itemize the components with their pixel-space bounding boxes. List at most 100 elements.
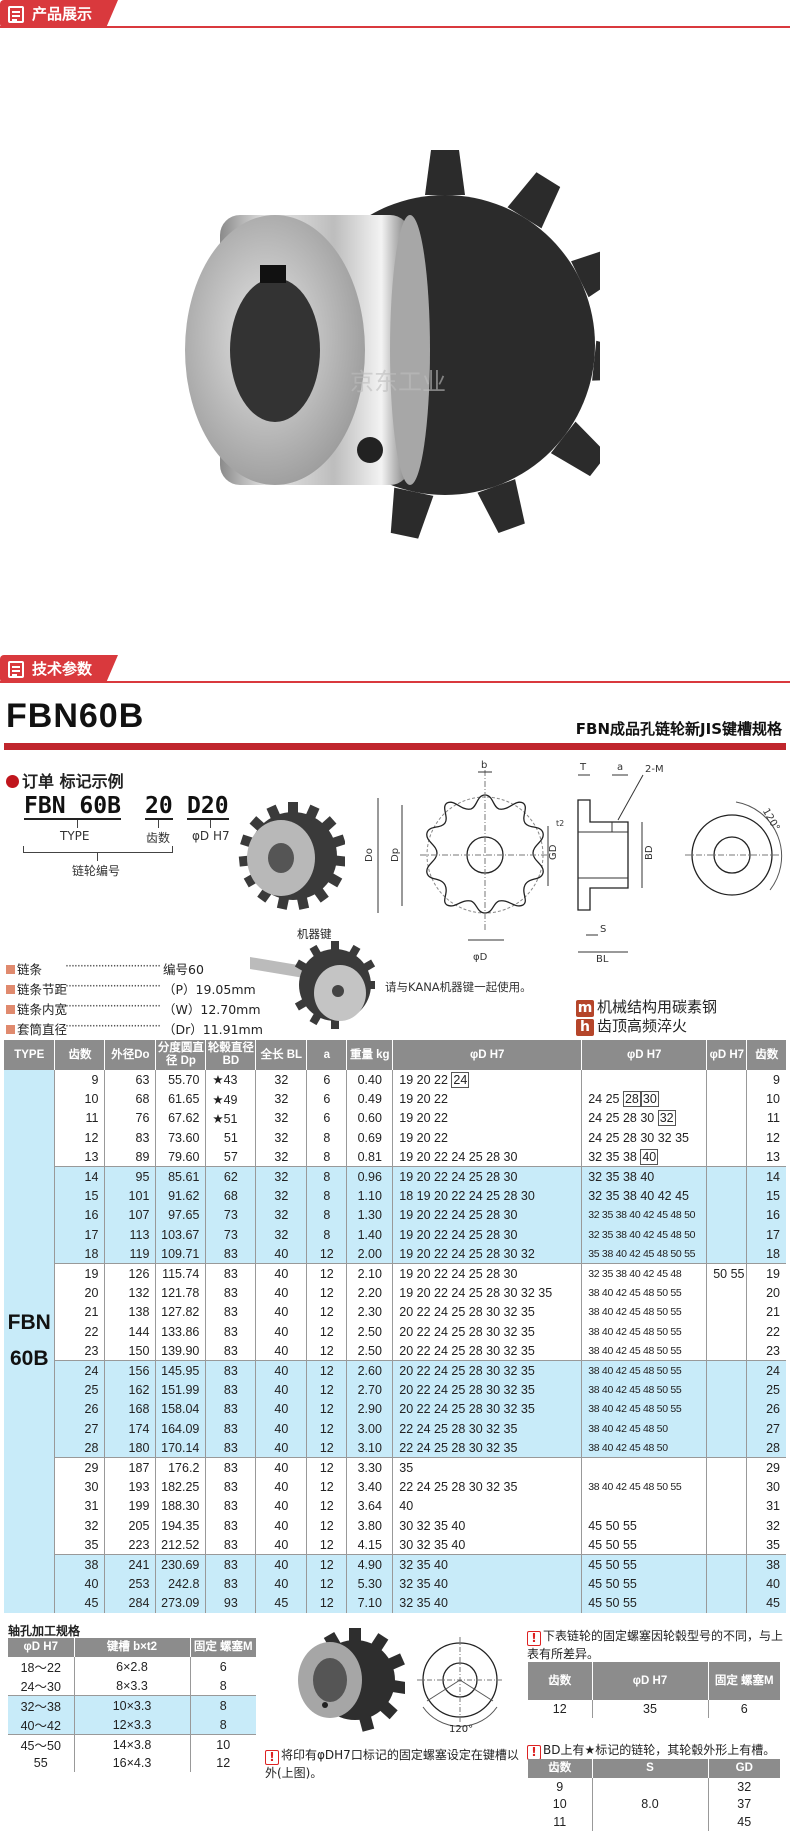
code-teeth: 20	[145, 793, 173, 820]
table-cell: 0.60	[346, 1108, 393, 1129]
table-cell	[706, 1515, 747, 1536]
table-cell: 12	[306, 1380, 347, 1400]
table-cell	[706, 1225, 747, 1245]
table-cell: 38 40 42 45 48 50 55	[581, 1360, 707, 1381]
table-cell: 29	[54, 1457, 105, 1478]
table-cell: 6	[306, 1108, 347, 1129]
table-cell: 12	[306, 1574, 347, 1594]
table-cell: 156	[104, 1360, 156, 1381]
column-header: 轮毂直径 BD	[205, 1040, 256, 1070]
table-cell: 11	[54, 1108, 105, 1129]
table-cell: 230.69	[155, 1554, 206, 1575]
material-badge: m	[576, 1000, 594, 1017]
table-cell: 25	[746, 1380, 786, 1400]
table-cell: 139.90	[155, 1341, 206, 1361]
table-cell: 107	[104, 1205, 156, 1226]
table-cell: 40	[255, 1477, 307, 1497]
table-cell: ★43	[205, 1070, 256, 1090]
table-cell: 83	[205, 1535, 256, 1555]
table-cell: 83	[205, 1263, 256, 1284]
table-cell: 19 20 22 24	[392, 1070, 582, 1090]
table-cell: 12	[306, 1283, 347, 1303]
kana-key-note: 请与KANA机器键一起使用。	[385, 980, 532, 994]
table-cell: 11	[553, 1814, 567, 1829]
table-cell	[706, 1477, 747, 1497]
table-cell: 91.62	[155, 1186, 206, 1206]
hub-note: !下表链轮的固定螺塞因轮毂型号的不同，与上表有所差异。	[527, 1629, 784, 1661]
table-cell: 97.65	[155, 1205, 206, 1226]
table-cell: 45 50 55	[581, 1593, 707, 1613]
table-cell	[706, 1496, 747, 1516]
svg-text:φD: φD	[473, 952, 488, 963]
model-subtitle: FBN成品孔链轮新JIS键槽规格	[575, 720, 782, 738]
table-cell: ★49	[205, 1089, 256, 1109]
table-cell: 83	[205, 1438, 256, 1458]
section-tab: 技术参数	[0, 655, 119, 683]
table-cell: 40	[255, 1535, 307, 1555]
table-cell: 241	[104, 1554, 156, 1575]
column-header: 齿数	[54, 1040, 105, 1070]
table-cell: 23	[54, 1341, 105, 1361]
section-tab: 产品展示	[0, 0, 119, 28]
table-cell: 19 20 22 24 25 28 30	[392, 1166, 582, 1187]
column-header: 齿数	[528, 1662, 592, 1700]
table-cell: 24	[746, 1360, 786, 1381]
table-cell: 40	[255, 1302, 307, 1323]
table-cell: 83	[205, 1341, 256, 1361]
table-cell: 32	[255, 1147, 307, 1167]
table-cell: 63	[104, 1070, 156, 1090]
table-cell: 20 22 24 25 28 30 32 35	[392, 1302, 582, 1323]
table-cell	[706, 1341, 747, 1361]
table-cell: 40	[255, 1457, 307, 1478]
column-header: 全长 BL	[255, 1040, 307, 1070]
table-cell: 14×3.8	[73, 1734, 190, 1754]
table-cell: 138	[104, 1302, 156, 1323]
table-cell: 32	[54, 1515, 105, 1536]
technical-drawing: Do Dp φD b T a 2-M BD GD BL S t2 120°	[364, 760, 783, 965]
table-cell: 8	[306, 1166, 347, 1187]
table-cell: 17	[746, 1225, 786, 1245]
table-cell: 168	[104, 1399, 156, 1420]
table-cell: 26	[54, 1399, 105, 1420]
table-cell: 83	[104, 1128, 156, 1148]
table-cell: 19 20 22 24 25 28 30	[392, 1225, 582, 1245]
table-cell: 24	[54, 1360, 105, 1381]
table-cell: 38 40 42 45 48 50 55	[581, 1399, 707, 1420]
table-cell: 188.30	[155, 1496, 206, 1516]
teeth-label: 齿数	[146, 831, 171, 845]
section-header-product-display: 产品展示	[0, 0, 790, 30]
svg-text:T: T	[579, 762, 587, 773]
table-cell: 40	[255, 1380, 307, 1400]
column-header: GD	[707, 1759, 780, 1778]
table-cell: 1.40	[346, 1225, 393, 1245]
table-cell: 144	[104, 1322, 156, 1342]
table-cell: 31	[746, 1496, 786, 1516]
table-cell: 68	[205, 1186, 256, 1206]
svg-text:京东工业: 京东工业	[350, 368, 446, 396]
table-cell: 6×2.8	[73, 1657, 190, 1676]
column-header: φD H7	[581, 1040, 707, 1070]
table-cell: 83	[205, 1380, 256, 1400]
table-cell: 40	[255, 1360, 307, 1381]
table-cell: 7.10	[346, 1593, 393, 1613]
table-cell	[706, 1554, 747, 1575]
table-cell	[706, 1128, 747, 1148]
table-cell: 0.40	[346, 1070, 393, 1090]
table-cell: 205	[104, 1515, 156, 1536]
table-cell: 4.15	[346, 1535, 393, 1555]
table-cell: 20 22 24 25 28 30 32 35	[392, 1341, 582, 1361]
table-cell: 19 20 22	[392, 1108, 582, 1129]
table-cell: 95	[104, 1166, 156, 1187]
table-cell: 51	[205, 1128, 256, 1148]
table-cell: 45 50 55	[581, 1515, 707, 1536]
table-cell: 31	[54, 1496, 105, 1516]
table-cell: 187	[104, 1457, 156, 1478]
